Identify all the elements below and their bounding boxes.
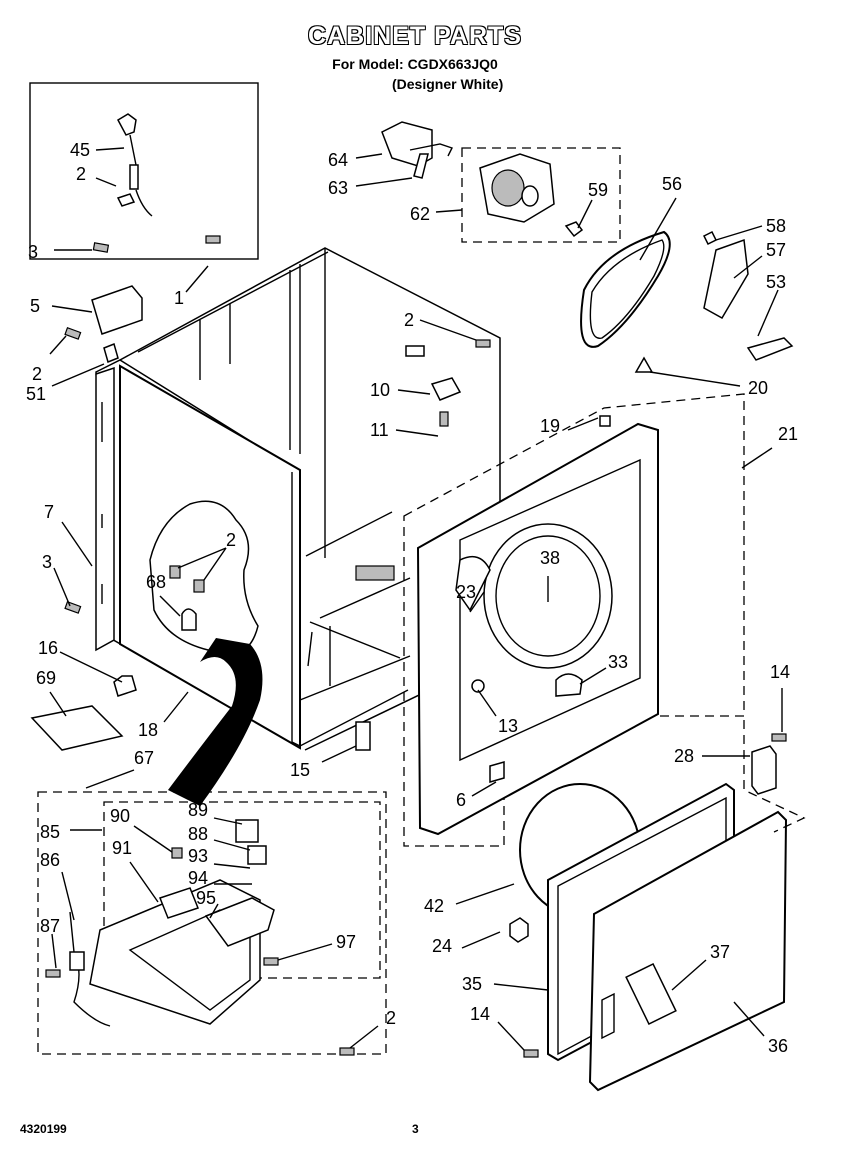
callout-38: 38: [540, 548, 560, 568]
document-code: 4320199: [20, 1122, 67, 1136]
model-line: For Model: CGDX663JQ0: [332, 56, 498, 72]
callout-94: 94: [188, 868, 208, 888]
callout-5: 5: [30, 296, 40, 316]
callout-64: 64: [328, 150, 348, 170]
callout-56: 56: [662, 174, 682, 194]
callout-2: 2: [404, 310, 414, 330]
door-strike-part: [509, 917, 529, 943]
callout-3: 3: [42, 552, 52, 572]
callout-2: 2: [32, 364, 42, 384]
callout-51: 51: [26, 384, 46, 404]
callout-36: 36: [768, 1036, 788, 1056]
callout-16: 16: [38, 638, 58, 658]
front-panel-box: [403, 393, 745, 847]
callout-3: 3: [28, 242, 38, 262]
callout-6: 6: [456, 790, 466, 810]
callout-20: 20: [748, 378, 768, 398]
callout-1: 1: [174, 288, 184, 308]
callout-21: 21: [778, 424, 798, 444]
callout-93: 93: [188, 846, 208, 866]
callout-13: 13: [498, 716, 518, 736]
motor-bracket-part: [381, 121, 453, 179]
hinge-part: [751, 745, 777, 795]
callout-14: 14: [470, 1004, 490, 1024]
callout-42: 42: [424, 896, 444, 916]
callout-15: 15: [290, 760, 310, 780]
callout-2: 2: [76, 164, 86, 184]
callout-95: 95: [196, 888, 216, 908]
callout-24: 24: [432, 936, 452, 956]
callout-11: 11: [370, 420, 389, 440]
callout-89: 89: [188, 800, 208, 820]
power-cord-part: [116, 113, 153, 217]
callout-19: 19: [540, 416, 560, 436]
page-number: 3: [412, 1122, 419, 1136]
callout-7: 7: [44, 502, 54, 522]
callout-18: 18: [138, 720, 158, 740]
callout-37: 37: [710, 942, 730, 962]
burner-box-67: [37, 791, 387, 1055]
callout-14: 14: [770, 662, 790, 682]
color-line: (Designer White): [392, 76, 504, 92]
misc-parts: [30, 285, 654, 783]
outer-door-part: [588, 810, 788, 1092]
callout-labels: 45 2 64 63 62 59 56 58 57 53 3 1 5 2 51 …: [26, 140, 798, 1056]
callout-90: 90: [110, 806, 130, 826]
page-title: CABINET PARTS: [308, 22, 522, 50]
callout-10: 10: [370, 380, 390, 400]
callout-68: 68: [146, 572, 166, 592]
callout-23: 23: [456, 582, 476, 602]
callout-87: 87: [40, 916, 60, 936]
callout-35: 35: [462, 974, 482, 994]
callout-45: 45: [70, 140, 90, 160]
callout-67: 67: [134, 748, 154, 768]
callout-2: 2: [386, 1008, 396, 1028]
callout-63: 63: [328, 178, 348, 198]
callout-86: 86: [40, 850, 60, 870]
callout-57: 57: [766, 240, 786, 260]
belt-part: [580, 230, 671, 348]
callout-88: 88: [188, 824, 208, 844]
callout-2: 2: [226, 530, 236, 550]
burner-assembly-part: [69, 819, 275, 1027]
motor-part: [479, 153, 584, 238]
hinge-box: [743, 720, 806, 833]
callout-97: 97: [336, 932, 356, 952]
motor-box: [461, 147, 621, 243]
cutaway-blob: [149, 500, 259, 656]
callout-69: 69: [36, 668, 56, 688]
callout-58: 58: [766, 216, 786, 236]
leader-lines: [49, 147, 783, 1051]
callout-53: 53: [766, 272, 786, 292]
callout-91: 91: [112, 838, 132, 858]
callout-62: 62: [410, 204, 430, 224]
callout-85: 85: [40, 822, 60, 842]
callout-33: 33: [608, 652, 628, 672]
callout-59: 59: [588, 180, 608, 200]
gas-hose-part: [168, 638, 263, 806]
callout-28: 28: [674, 746, 694, 766]
inset-box: [29, 82, 259, 260]
